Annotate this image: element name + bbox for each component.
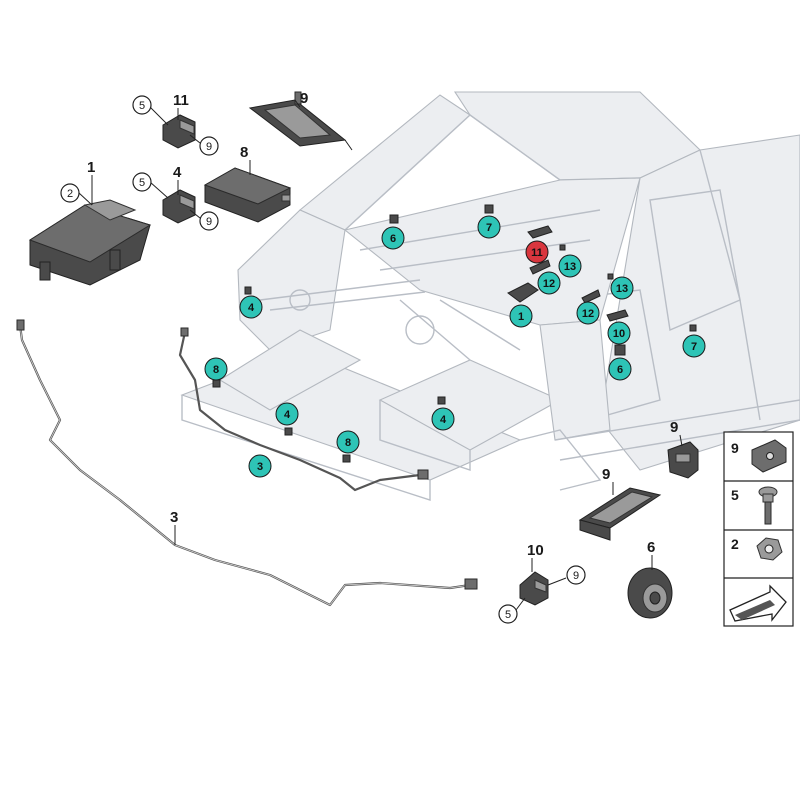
- svg-text:9: 9: [206, 216, 212, 228]
- badge-10: 10: [607, 321, 631, 345]
- bolt-icon: [758, 486, 778, 525]
- badge-13-upper: 13: [558, 254, 582, 278]
- callout-circle-5-bottom: 5: [498, 604, 518, 624]
- callout-circle-9-top: 9: [199, 136, 219, 156]
- leader-lines: [78, 99, 683, 611]
- position-badges: 6 7 11 13 12 4 1 13: [204, 215, 706, 478]
- svg-text:13: 13: [616, 283, 628, 295]
- installed-parts: [212, 204, 697, 463]
- legend-box: 9 5 2: [723, 431, 794, 627]
- badge-1: 1: [509, 304, 533, 328]
- svg-text:5: 5: [139, 177, 145, 189]
- control-unit-1: [28, 199, 152, 286]
- badge-12-upper: 12: [537, 271, 561, 295]
- badge-4-center: 4: [275, 402, 299, 426]
- callout-3: 3: [170, 509, 178, 526]
- legend-label-2: 2: [731, 536, 739, 552]
- badge-11: 11: [525, 240, 549, 264]
- svg-text:1: 1: [518, 311, 524, 323]
- callout-circle-9-bottom: 9: [566, 565, 586, 585]
- svg-text:13: 13: [564, 261, 576, 273]
- svg-text:7: 7: [486, 222, 492, 234]
- callout-circle-2: 2: [60, 183, 80, 203]
- sensor-strip-12: [578, 487, 662, 541]
- svg-text:5: 5: [505, 609, 511, 621]
- svg-text:8: 8: [213, 364, 219, 376]
- hex-nut-icon: [756, 537, 783, 561]
- badge-4-right: 4: [431, 407, 455, 431]
- badge-4-left: 4: [239, 295, 263, 319]
- callout-12: 9: [602, 466, 610, 483]
- svg-text:6: 6: [390, 233, 396, 245]
- car-body-frame: [180, 91, 800, 501]
- badge-13-right: 13: [610, 276, 634, 300]
- badge-7-right: 7: [682, 334, 706, 358]
- svg-text:8: 8: [345, 437, 351, 449]
- module-10: [203, 167, 292, 223]
- legend-label-5: 5: [731, 487, 739, 503]
- callout-7: 11: [173, 92, 189, 109]
- callout-6: 6: [647, 539, 655, 556]
- installed-harness: [178, 327, 429, 492]
- svg-text:9: 9: [573, 570, 579, 582]
- svg-text:3: 3: [257, 461, 263, 473]
- callout-circle-5-top: 5: [132, 95, 152, 115]
- callout-4: 4: [173, 164, 182, 181]
- badge-3: 3: [248, 454, 272, 478]
- callout-8: 10: [527, 542, 544, 559]
- svg-text:2: 2: [67, 188, 73, 200]
- svg-text:10: 10: [613, 328, 625, 340]
- wiring-harness-3: [16, 319, 478, 607]
- callout-13: 9: [670, 419, 678, 436]
- svg-text:12: 12: [582, 308, 594, 320]
- sensor-bar-11: [248, 91, 353, 151]
- callout-1: 1: [87, 159, 95, 176]
- callout-circle-5-mid: 5: [132, 172, 152, 192]
- callout-10: 8: [240, 144, 248, 161]
- svg-text:4: 4: [440, 414, 447, 426]
- bracket-13: [667, 441, 699, 479]
- svg-text:4: 4: [248, 302, 255, 314]
- sensor-mount-7: [162, 114, 196, 149]
- svg-text:11: 11: [531, 247, 543, 259]
- svg-text:9: 9: [206, 141, 212, 153]
- svg-text:7: 7: [691, 341, 697, 353]
- forward-arrow-icon: [729, 584, 787, 622]
- badge-12-right: 12: [576, 301, 600, 325]
- badge-6-upper: 6: [381, 226, 405, 250]
- clip-nut-icon: [751, 439, 787, 473]
- svg-text:4: 4: [284, 409, 291, 421]
- callout-numbers: 1 11 4 8 9 3 9 9 10 6: [87, 90, 678, 559]
- svg-text:12: 12: [543, 278, 555, 290]
- sensor-mount-4: [162, 189, 196, 224]
- badge-8-center: 8: [336, 430, 360, 454]
- svg-text:6: 6: [617, 364, 623, 376]
- legend-label-9: 9: [731, 440, 739, 456]
- circled-callouts: 2 5 9 5 9 9 5: [60, 95, 586, 624]
- svg-text:5: 5: [139, 100, 145, 112]
- badge-7-upper: 7: [477, 215, 501, 239]
- bushing-6: [627, 567, 673, 619]
- sensor-8: [519, 571, 549, 606]
- badge-8-left: 8: [204, 357, 228, 381]
- callout-11: 9: [300, 90, 308, 107]
- callout-circle-9-mid: 9: [199, 211, 219, 231]
- badge-6-lower: 6: [608, 357, 632, 381]
